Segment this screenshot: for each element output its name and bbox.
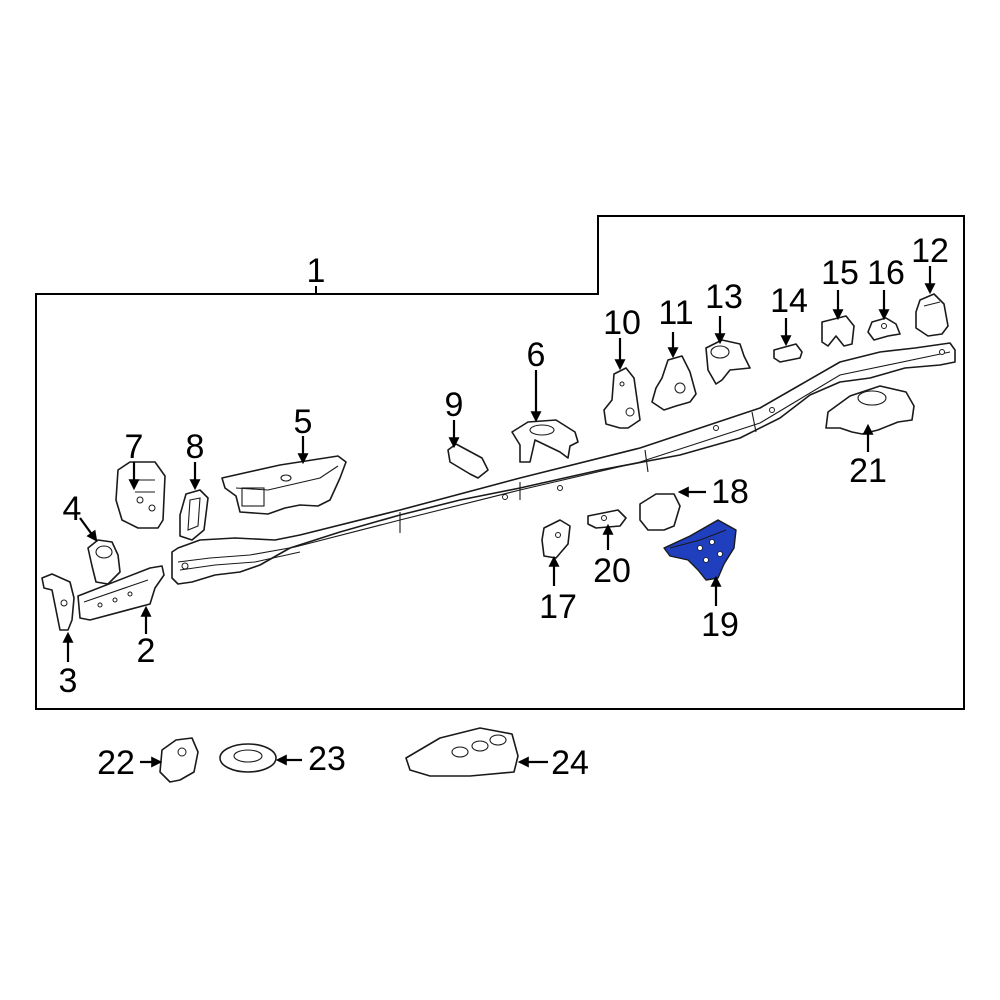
callout-6: 6 — [527, 336, 546, 374]
callout-13: 13 — [705, 278, 743, 316]
callout-14: 14 — [770, 282, 808, 320]
leader-lines — [62, 266, 936, 768]
callout-9: 9 — [445, 386, 464, 424]
callout-7: 7 — [125, 428, 144, 466]
callout-17: 17 — [539, 588, 577, 626]
callout-18: 18 — [711, 473, 749, 511]
part-14-clip[interactable] — [773, 343, 803, 363]
part-15-bracket[interactable] — [821, 315, 855, 347]
part-9-bracket[interactable] — [447, 443, 489, 479]
callout-1: 1 — [307, 252, 326, 290]
callout-16: 16 — [867, 254, 905, 292]
callout-4: 4 — [63, 490, 82, 528]
part-11-bracket[interactable] — [651, 355, 697, 411]
part-13-mount[interactable] — [705, 339, 751, 385]
callout-15: 15 — [821, 254, 859, 292]
callout-23: 23 — [308, 740, 346, 778]
part-4-mount[interactable] — [87, 539, 121, 585]
part-16-bracket[interactable] — [867, 317, 901, 341]
callout-11: 11 — [658, 294, 693, 332]
part-12-bracket[interactable] — [915, 293, 949, 337]
frame-rail[interactable] — [171, 342, 956, 585]
callout-2: 2 — [137, 632, 156, 670]
callout-10: 10 — [603, 304, 641, 342]
callout-22: 22 — [97, 744, 135, 782]
part-8-bracket[interactable] — [179, 489, 209, 541]
part-6-crossmember[interactable] — [511, 419, 579, 463]
callout-8: 8 — [186, 428, 205, 466]
part-5-crossmember[interactable] — [221, 455, 347, 515]
part-19-highlighted[interactable] — [663, 519, 737, 581]
callout-3: 3 — [59, 662, 78, 700]
callout-labels: 1 2 3 4 5 6 7 8 9 10 11 12 13 14 15 16 1… — [59, 232, 949, 782]
part-7-mount[interactable] — [115, 461, 166, 529]
callout-19: 19 — [701, 606, 739, 644]
part-18-bracket[interactable] — [639, 493, 681, 531]
part-17-bracket[interactable] — [541, 519, 571, 559]
part-3-bracket[interactable] — [41, 573, 75, 631]
part-24-bumper[interactable] — [405, 727, 519, 777]
part-10-bracket[interactable] — [603, 367, 641, 429]
part-22-bracket[interactable] — [159, 737, 199, 783]
callout-24: 24 — [551, 744, 589, 782]
callout-20: 20 — [593, 552, 631, 590]
part-20-bracket[interactable] — [587, 509, 627, 529]
part-21-spring-seat[interactable] — [825, 385, 915, 435]
callout-12: 12 — [911, 232, 949, 270]
group-outline — [35, 215, 965, 710]
callout-5: 5 — [294, 403, 313, 441]
part-2-bracket[interactable] — [77, 565, 165, 621]
part-23-insulator[interactable] — [219, 743, 277, 773]
callout-21: 21 — [849, 452, 887, 490]
